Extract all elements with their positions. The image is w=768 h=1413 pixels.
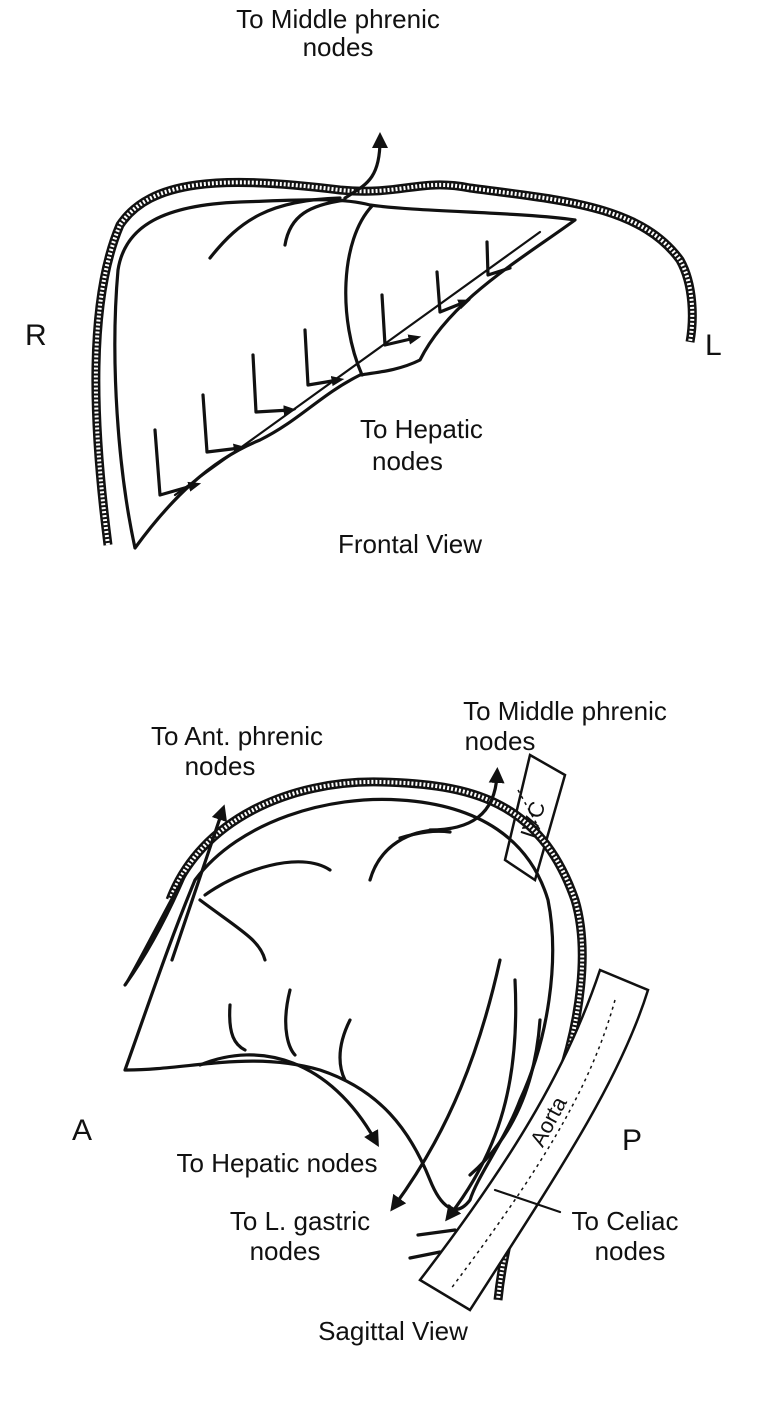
frontal-view: To Middle phrenic nodes R L To Hepatic n… [25,4,722,559]
sagittal-lymph-vessel [198,898,267,962]
sagittal-celiac-label-2: nodes [595,1236,666,1266]
frontal-right-label: R [25,319,47,352]
frontal-hepatic-label-2: nodes [372,446,443,476]
sagittal-ant-phrenic-label-1: To Ant. phrenic [151,721,323,751]
sagittal-ant-phrenic-label-2: nodes [185,751,256,781]
sagittal-middle-phrenic-label-1: To Middle phrenic [463,696,667,726]
sagittal-lymph-vessel [468,1018,542,1177]
posterior-label: P [622,1124,642,1157]
frontal-view-title: Frontal View [338,529,482,559]
sagittal-lymph-vessel [398,829,452,840]
frontal-lymph-vessel [283,198,347,247]
anterior-label: A [72,1114,92,1147]
frontal-falciform-line [344,204,374,377]
celiac-trunk [408,1228,457,1260]
frontal-hepatic-arrows [153,240,512,497]
sagittal-celiac-label-1: To Celiac [572,1206,679,1236]
sagittal-lymph-vessel [338,1018,352,1082]
aorta-vessel: Aorta [418,968,650,1312]
sagittal-hepatic-label: To Hepatic nodes [177,1148,378,1178]
sagittal-ligament [123,873,187,987]
frontal-left-label: L [705,329,722,362]
sagittal-middle-phrenic-arrow [428,767,505,832]
frontal-phrenic-arrow [343,132,388,200]
frontal-middle-phrenic-label-2: nodes [303,32,374,62]
sagittal-ant-phrenic-arrow [170,804,228,962]
sagittal-lymph-vessel [203,860,332,897]
sagittal-gastric-label-1: To L. gastric [230,1206,370,1236]
sagittal-gastric-label-2: nodes [250,1236,321,1266]
sagittal-lymph-vessel [284,988,297,1057]
sagittal-view-title: Sagittal View [318,1316,468,1346]
sagittal-liver-outline [123,797,555,1211]
sagittal-view: To Middle phrenic nodes To Ant. phrenic … [72,696,678,1346]
celiac-pointer-line [493,1188,562,1214]
sagittal-lymph-vessel [228,1003,247,1052]
sagittal-celiac-arrow [445,978,518,1222]
frontal-hepatic-axis [173,230,542,497]
frontal-middle-phrenic-label-1: To Middle phrenic [236,4,440,34]
sagittal-middle-phrenic-label-2: nodes [465,726,536,756]
frontal-lymph-vessel [208,196,342,260]
sagittal-hepatic-arrow [198,1053,379,1147]
frontal-hepatic-label-1: To Hepatic [360,414,483,444]
frontal-liver-outline [113,198,577,550]
sagittal-gastric-arrow [390,958,502,1212]
frontal-diaphragm [91,177,697,546]
